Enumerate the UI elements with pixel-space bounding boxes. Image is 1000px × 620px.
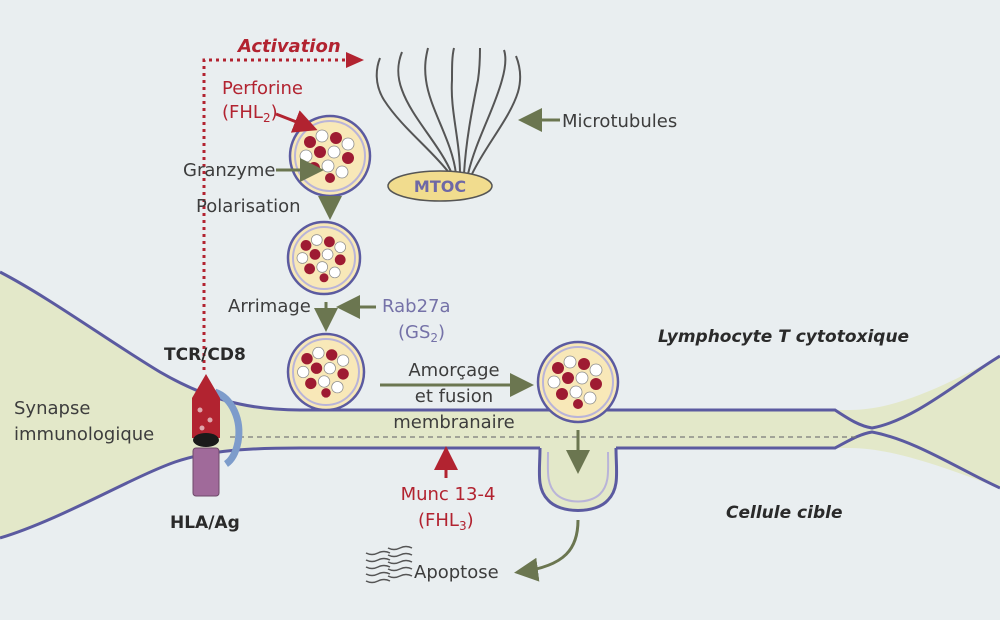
granule-fusing xyxy=(536,340,620,424)
munc-label: Munc 13-4 xyxy=(401,484,496,505)
fusion-pit-inner xyxy=(546,451,610,503)
synapse-label-line2: immunologique xyxy=(14,424,154,445)
fhl2-suffix: ) xyxy=(271,102,278,123)
amorcage-line2: et fusion xyxy=(415,386,493,407)
amorcage-line3: membranaire xyxy=(393,412,515,433)
fhl2-label: (FHL2) xyxy=(222,102,278,125)
perforine-label: Perforine xyxy=(222,78,303,99)
gs2-label: (GS2) xyxy=(398,322,445,345)
granzyme-label: Granzyme xyxy=(183,160,276,181)
target-cell-membrane xyxy=(0,430,1000,540)
lymphocyte-membrane xyxy=(0,270,1000,430)
dna-coil-icon xyxy=(365,545,413,584)
granule-middle xyxy=(286,220,362,296)
lymphocyte-label: Lymphocyte T cytotoxique xyxy=(658,327,909,347)
cellule-cible-label: Cellule cible xyxy=(726,503,842,523)
activation-label: Activation xyxy=(236,36,341,57)
mtoc-label: MTOC xyxy=(414,177,466,196)
process-arrows xyxy=(276,108,590,582)
gs2-sub: 2 xyxy=(430,331,438,345)
mtoc-organelle xyxy=(387,170,493,202)
fhl3-label: (FHL3) xyxy=(418,510,474,533)
granule-top xyxy=(288,114,372,198)
fhl3-sub: 3 xyxy=(459,519,467,533)
fusion-pit xyxy=(537,447,619,512)
polarisation-label: Polarisation xyxy=(196,196,301,217)
tcr-cd8-receptor xyxy=(192,374,243,467)
arrimage-label: Arrimage xyxy=(228,296,311,317)
red-arrows xyxy=(275,110,458,478)
fhl3-prefix: (FHL xyxy=(418,510,459,531)
amorcage-line1: Amorçage xyxy=(408,360,499,381)
tcr-cd8-label: TCR/CD8 xyxy=(164,345,246,365)
fhl3-suffix: ) xyxy=(467,510,474,531)
microtubules-icon xyxy=(375,47,522,175)
synapse-label-line1: Synapse xyxy=(14,398,90,419)
granule-docked xyxy=(286,332,366,412)
apoptose-label: Apoptose xyxy=(414,562,499,583)
activation-arrowhead xyxy=(346,52,364,68)
hla-ag-label: HLA/Ag xyxy=(170,513,240,533)
fhl2-sub: 2 xyxy=(263,111,271,125)
gs2-prefix: (GS xyxy=(398,322,430,343)
target-cell-background xyxy=(0,448,1000,620)
fhl2-prefix: (FHL xyxy=(222,102,263,123)
microtubules-label: Microtubules xyxy=(562,111,677,132)
rab27a-label: Rab27a xyxy=(382,296,451,317)
hla-ag-complex xyxy=(192,433,220,497)
gs2-suffix: ) xyxy=(438,322,445,343)
activation-arrow xyxy=(202,58,352,370)
